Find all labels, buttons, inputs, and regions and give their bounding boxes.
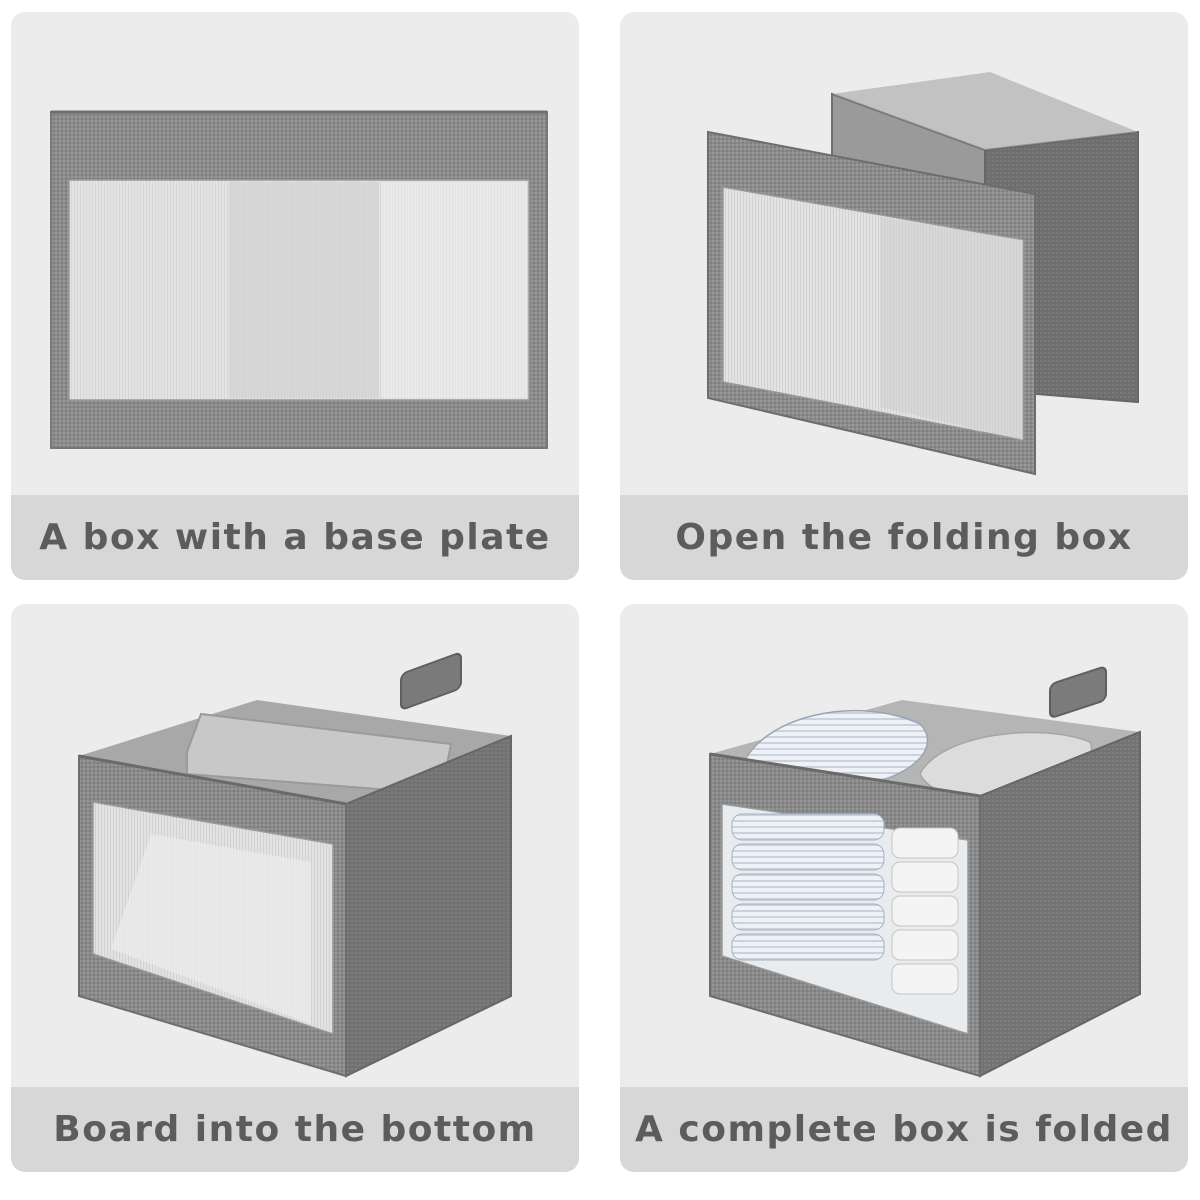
folded-towels-stack bbox=[891, 827, 959, 995]
caption: Open the folding box bbox=[620, 495, 1188, 580]
panel-board-into-bottom: Board into the bottom bbox=[11, 604, 579, 1172]
caption: A box with a base plate bbox=[11, 495, 579, 580]
panel-box-with-base-plate: A box with a base plate bbox=[11, 12, 579, 580]
panel-complete-box-folded: A complete box is folded bbox=[620, 604, 1188, 1172]
caption: Board into the bottom bbox=[11, 1087, 579, 1172]
opening-box-illustration bbox=[707, 72, 1139, 476]
panel-open-folding-box: Open the folding box bbox=[620, 12, 1188, 580]
caption: A complete box is folded bbox=[620, 1087, 1188, 1172]
flat-box-illustration bbox=[50, 110, 548, 449]
complete-box-illustration bbox=[709, 666, 1141, 1078]
side-handle bbox=[1049, 666, 1107, 718]
board-insert-illustration bbox=[78, 652, 512, 1078]
folded-shirts-stack bbox=[731, 813, 885, 961]
side-handle bbox=[400, 652, 462, 710]
